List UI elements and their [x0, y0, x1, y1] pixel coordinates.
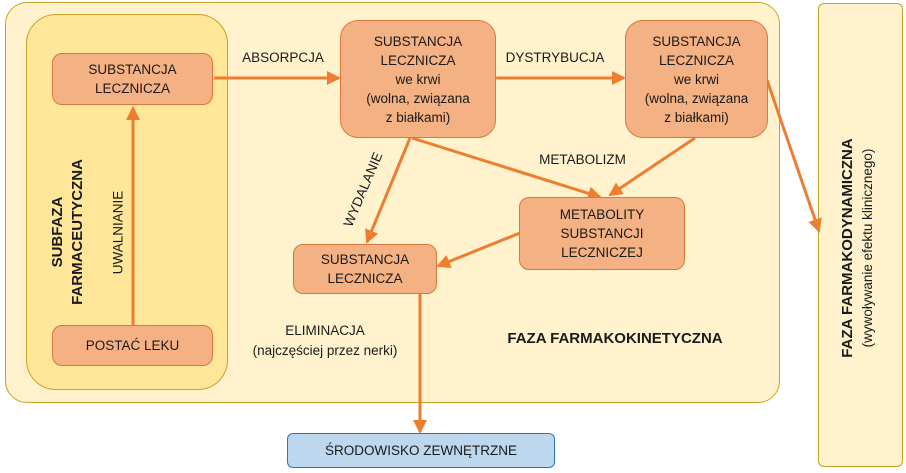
node-text-line: LECZNICZEJ — [561, 245, 643, 260]
elimination-label: ELIMINACJA — [285, 323, 365, 338]
arrow-excretion — [365, 137, 412, 244]
node-text-line: LECZNICZA — [327, 271, 403, 286]
arrow-metabolism-right — [608, 136, 696, 197]
arrow-to-pharmacodynamic — [765, 79, 822, 233]
drug-substance-node-top: SUBSTANCJA LECZNICZA — [52, 53, 213, 105]
release-label: UWALNIANIE — [110, 190, 126, 275]
phase-label-line: SUBFAZA — [49, 196, 66, 268]
node-text-line: we krwi — [673, 71, 719, 87]
distribution-label: DYSTRYBUCJA — [505, 50, 605, 65]
phase-label-line: FARMACEUTYCZNA — [69, 159, 86, 305]
node-text-line: SUBSTANCJA — [652, 33, 741, 49]
node-text-line: z białkami) — [385, 109, 451, 125]
blood-substance-node-right: SUBSTANCJA LECZNICZA we krwi (wolna, zwi… — [625, 20, 768, 138]
node-text-line: z białkami) — [664, 109, 729, 125]
external-environment-node: ŚRODOWISKO ZEWNĘTRZNE — [287, 433, 555, 468]
pharmaceutical-subphase-label: SUBFAZA FARMACEUTYCZNA — [48, 152, 92, 312]
node-text-line: SUBSTANCJI — [560, 226, 644, 241]
pharmacodynamic-phase-container — [818, 3, 903, 467]
node-text-line: LECZNICZA — [94, 81, 170, 96]
drug-substance-node-bottom: SUBSTANCJA LECZNICZA — [293, 244, 437, 294]
node-text-line: SUBSTANCJA — [373, 33, 463, 49]
drug-form-node: POSTAĆ LEKU — [52, 325, 213, 366]
blood-substance-node-left: SUBSTANCJA LECZNICZA we krwi (wolna, zwi… — [340, 20, 496, 138]
metabolism-label: METABOLIZM — [539, 152, 626, 167]
node-text-line: (wolna, związana — [644, 90, 749, 106]
pharmacodynamic-phase-label: FAZA FARMAKODYNAMICZNA (wywoływanie efek… — [838, 113, 882, 383]
phase-subtitle: (wywoływanie efektu klinicznego) — [860, 148, 875, 348]
metabolites-node: METABOLITY SUBSTANCJI LECZNICZEJ — [519, 197, 685, 270]
node-text-line: LECZNICZA — [658, 52, 734, 68]
absorption-label: ABSORPCJA — [242, 50, 324, 65]
node-text-line: METABOLITY — [559, 207, 645, 222]
arrow-metabolites-to-substance — [436, 231, 521, 269]
node-text: ŚRODOWISKO ZEWNĘTRZNE — [325, 443, 517, 458]
node-text: POSTAĆ LEKU — [85, 338, 180, 353]
arrow-metabolism-left — [411, 136, 602, 201]
node-text-line: (wolna, związana — [366, 90, 470, 106]
elimination-sublabel: (najczęściej przez nerki) — [252, 343, 398, 358]
pharmacokinetic-phase-label: FAZA FARMAKOKINETYCZNA — [507, 330, 723, 347]
phase-title: FAZA FARMAKODYNAMICZNA — [839, 138, 856, 358]
node-text-line: SUBSTANCJA — [320, 252, 410, 267]
node-text-line: SUBSTANCJA — [88, 62, 177, 77]
node-text-line: we krwi — [395, 71, 441, 87]
node-text-line: LECZNICZA — [380, 52, 456, 68]
